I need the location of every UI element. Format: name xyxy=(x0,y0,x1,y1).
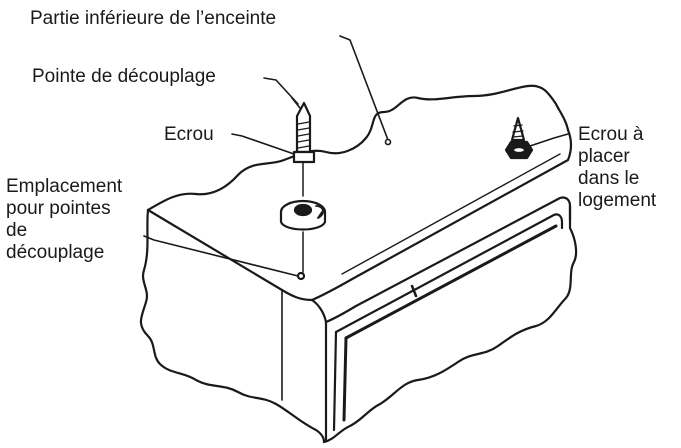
installed-spike xyxy=(504,116,534,160)
leader-nut xyxy=(231,133,295,155)
spike-nut xyxy=(292,150,316,164)
spike-cup-arrow xyxy=(315,205,324,219)
installed-spike-thread xyxy=(512,124,524,138)
grille-frame-left-outer xyxy=(332,330,338,432)
label-nut-to-place-line-1: Ecrou à xyxy=(578,124,644,145)
spike-assembly xyxy=(279,97,327,281)
installed-spike-nut-hole xyxy=(511,145,527,155)
label-nut-to-place-line-2: placer xyxy=(578,146,630,167)
leader-bottom-part xyxy=(339,35,389,141)
spike-cup-body xyxy=(279,210,327,231)
grille-frame-left xyxy=(342,336,348,422)
label-nut: Ecrou xyxy=(164,124,214,145)
grille-seam xyxy=(410,284,418,298)
label-nut-to-place: Ecrou à placer dans le logement xyxy=(578,124,656,212)
label-location-line-4: découplage xyxy=(6,242,105,263)
label-bottom-part: Partie inférieure de l’enceinte xyxy=(30,8,277,29)
spike-pin xyxy=(295,101,312,154)
cabinet-front-corner-edge-2 xyxy=(310,298,328,442)
label-nut-to-place-line-4: logement xyxy=(578,190,657,211)
grille-frame-top xyxy=(334,213,564,334)
spike-thread xyxy=(297,121,310,149)
spike-cup-hole xyxy=(293,203,313,217)
cabinet-bevel-line xyxy=(341,153,561,275)
label-location-line-1: Emplacement xyxy=(6,176,123,197)
label-location-line-2: pour pointes xyxy=(6,198,111,219)
leader-lines xyxy=(143,35,569,277)
cabinet-top-right-edge xyxy=(310,128,573,302)
label-nut-to-place-line-3: dans le xyxy=(578,168,640,189)
cabinet-top-cut-edge xyxy=(146,84,570,212)
cabinet-bottom-cut-edge xyxy=(322,204,578,444)
cabinet-right-face-outer xyxy=(324,196,572,324)
leader-bottom-part-dot xyxy=(384,138,392,146)
leader-nut-to-place xyxy=(529,133,569,147)
leader-spike xyxy=(263,77,299,105)
cabinet-left-face xyxy=(139,208,326,444)
label-location: Emplacement pour pointes de découplage xyxy=(6,176,122,264)
leader-location xyxy=(143,235,299,277)
grille-frame-inner-top xyxy=(344,224,558,340)
installed-spike-pin xyxy=(510,116,526,142)
label-spike: Pointe de découplage xyxy=(32,66,216,87)
label-location-line-3: de xyxy=(6,220,28,241)
insert-hole xyxy=(296,271,306,281)
